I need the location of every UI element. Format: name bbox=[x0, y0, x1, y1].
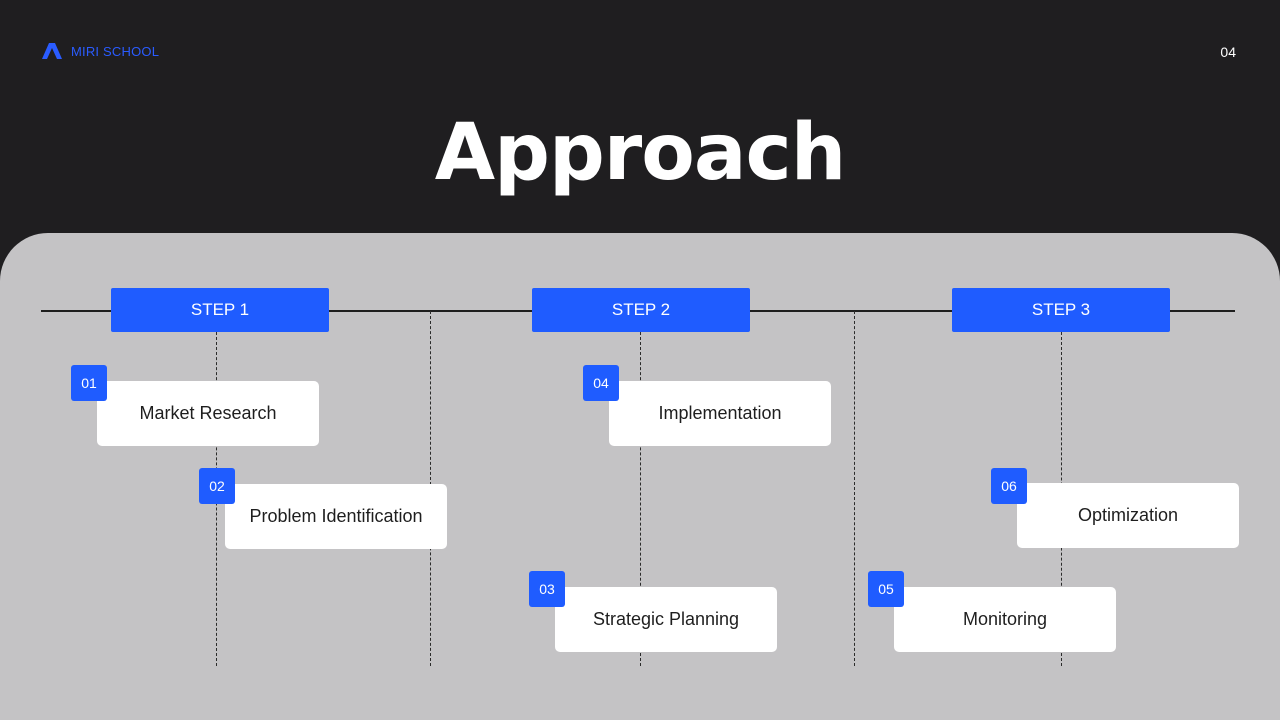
item-number-badge: 01 bbox=[71, 365, 107, 401]
step2-connector-line bbox=[640, 332, 641, 666]
item-number-badge: 04 bbox=[583, 365, 619, 401]
item-card-market-research: Market Research bbox=[97, 381, 319, 446]
brand: MIRI SCHOOL bbox=[42, 43, 159, 59]
item-card-problem-identification: Problem Identification bbox=[225, 484, 447, 549]
item-card-strategic-planning: Strategic Planning bbox=[555, 587, 777, 652]
divider-line bbox=[854, 311, 855, 666]
brand-logo-icon bbox=[42, 43, 62, 59]
item-number-badge: 02 bbox=[199, 468, 235, 504]
item-card-optimization: Optimization bbox=[1017, 483, 1239, 548]
item-number-badge: 03 bbox=[529, 571, 565, 607]
item-number-badge: 06 bbox=[991, 468, 1027, 504]
step-3-header: STEP 3 bbox=[952, 288, 1170, 332]
step-2-header: STEP 2 bbox=[532, 288, 750, 332]
brand-name: MIRI SCHOOL bbox=[71, 43, 160, 59]
item-number-badge: 05 bbox=[868, 571, 904, 607]
page-title: Approach bbox=[434, 108, 847, 198]
item-card-monitoring: Monitoring bbox=[894, 587, 1116, 652]
step-1-header: STEP 1 bbox=[111, 288, 329, 332]
item-card-implementation: Implementation bbox=[609, 381, 831, 446]
page-number: 04 bbox=[1220, 44, 1236, 60]
